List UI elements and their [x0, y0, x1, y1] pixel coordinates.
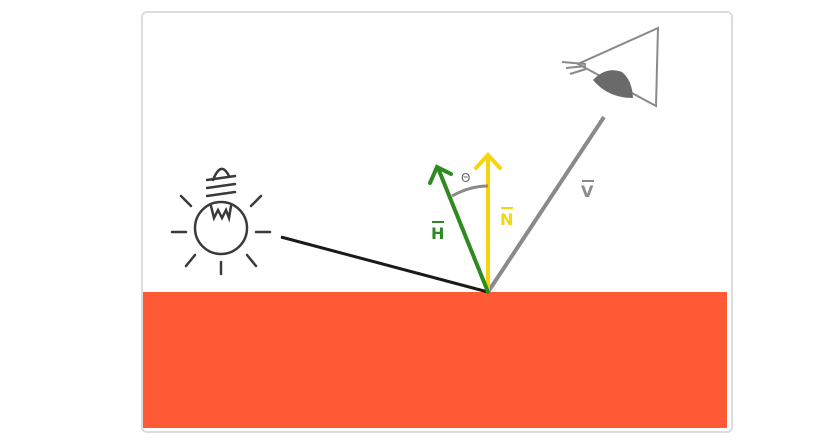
- normal-vector: [474, 152, 502, 294]
- surface: [143, 292, 727, 428]
- halfway-label: H: [431, 224, 444, 243]
- angle-arc: [451, 184, 489, 198]
- light-ray: [280, 235, 489, 294]
- view-label: V: [581, 182, 594, 201]
- halfway-vector: [428, 164, 490, 294]
- eye-icon: [561, 26, 660, 108]
- light-bulb-icon: [170, 167, 272, 276]
- view-vector: [486, 115, 606, 294]
- angle-label: Θ: [461, 171, 470, 185]
- normal-label: N: [500, 210, 513, 229]
